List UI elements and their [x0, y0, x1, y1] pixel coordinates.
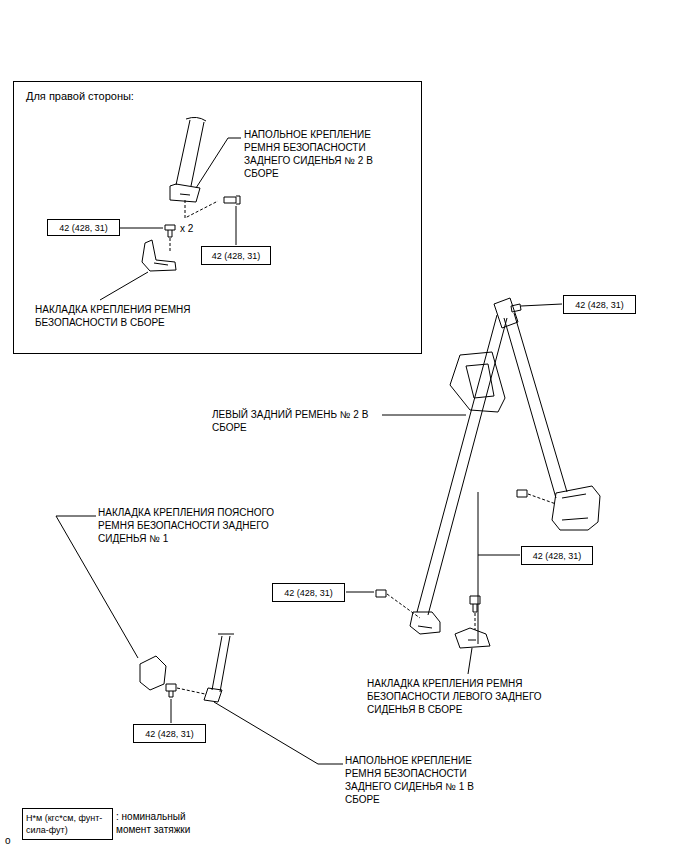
lower-anchor — [410, 612, 440, 634]
belt-strap — [212, 636, 230, 692]
dashed-axis — [387, 594, 420, 618]
belt-strap — [176, 120, 204, 186]
dashed-axis — [528, 494, 556, 504]
bolt — [511, 304, 521, 312]
bolt — [376, 590, 386, 597]
torque-box: 42 (428, 31) — [521, 546, 593, 565]
retractor — [552, 486, 600, 530]
part-name: НАПОЛЬНОЕ КРЕПЛЕНИЕ РЕМНЯ БЕЗОПАСНОСТИ З… — [345, 754, 495, 806]
legend-text: : номинальный момент затяжки — [116, 810, 216, 836]
dashed-axis — [170, 238, 171, 252]
torque-box: 42 (428, 31) — [272, 583, 345, 602]
torque-value: 42 (428, 31) — [145, 729, 194, 739]
torque-value: 42 (428, 31) — [212, 251, 261, 261]
leader-line — [171, 699, 172, 723]
torque-value: 42 (428, 31) — [533, 551, 582, 561]
torque-box: 42 (428, 31) — [563, 295, 636, 314]
torque-box: 42 (428, 31) — [201, 246, 271, 265]
bolt — [517, 490, 527, 497]
part-name: НАКЛАДКА КРЕПЛЕНИЯ РЕМНЯ БЕЗОПАСНОСТИ ЛЕ… — [367, 677, 572, 716]
torque-box: 42 (428, 31) — [133, 724, 206, 743]
cap — [140, 656, 166, 690]
leader-line — [478, 492, 520, 644]
belt-cut — [186, 117, 206, 121]
legend-sample-box: Н*м (кгс*см, фунт-сила-фут) — [22, 808, 113, 840]
belt-strap — [417, 315, 507, 615]
torque-value: 42 (428, 31) — [575, 300, 624, 310]
shoulder-guide — [450, 352, 505, 412]
quantity: x 2 — [180, 222, 210, 235]
part-name: ЛЕВЫЙ ЗАДНИЙ РЕМЕНЬ № 2 В СБОРЕ — [212, 408, 380, 434]
torque-box: 42 (428, 31) — [47, 219, 120, 236]
torque-value: 42 (428, 31) — [59, 223, 108, 233]
belt-strap — [504, 313, 567, 498]
leader-line — [214, 702, 343, 764]
dashed-axis — [185, 200, 218, 218]
bolt — [166, 684, 176, 697]
leader-line — [346, 592, 374, 593]
part-name: НАКЛАДКА КРЕПЛЕНИЯ ПОЯСНОГО РЕМНЯ БЕЗОПА… — [98, 506, 303, 545]
part-name: НАПОЛЬНОЕ КРЕПЛЕНИЕ РЕМНЯ БЕЗОПАСНОСТИ З… — [244, 128, 386, 180]
dashed-axis — [475, 613, 476, 630]
anchor-cover — [455, 628, 490, 648]
leader-line — [100, 272, 148, 300]
shoulder-anchor — [494, 298, 518, 328]
bolt — [224, 196, 240, 204]
anchor-plate — [170, 184, 200, 202]
dashed-axis — [177, 688, 205, 694]
leader-line — [382, 415, 466, 416]
leader-line — [521, 304, 562, 306]
leader-line — [236, 206, 237, 245]
part-name: НАКЛАДКА КРЕПЛЕНИЯ РЕМНЯ БЕЗОПАСНОСТИ В … — [35, 303, 220, 329]
legend-unit-text: Н*м (кгс*см, фунт-сила-фут) — [26, 812, 109, 836]
cover-bracket — [142, 240, 176, 271]
floor-anchor — [204, 688, 222, 702]
torque-value: 42 (428, 31) — [284, 588, 333, 598]
figure-code: o — [5, 834, 17, 847]
bolt — [165, 225, 175, 237]
leader-line — [468, 648, 472, 674]
belt-cut — [218, 634, 234, 635]
leader-line — [120, 228, 163, 229]
leader-line — [196, 138, 241, 188]
inset-heading: Для правой стороны: — [26, 90, 134, 102]
